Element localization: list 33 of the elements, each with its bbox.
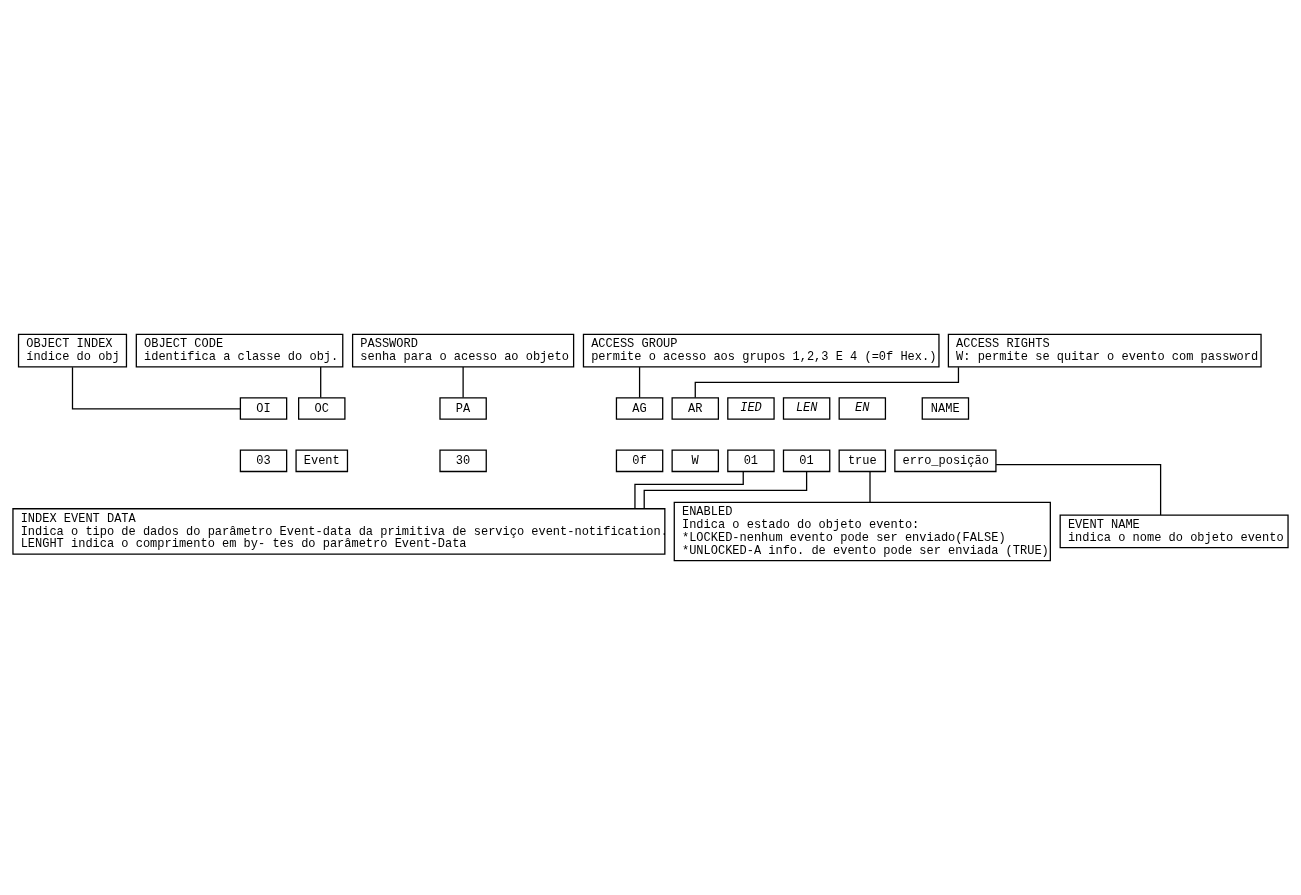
node-box: Event [295,449,349,473]
connector [634,471,744,510]
node-box: PA [439,397,487,420]
node-box: LEN [782,397,831,420]
connector [995,464,1162,516]
node-box: true [838,449,887,473]
node-box: 30 [439,449,487,473]
node-box: OBJECT INDEX índice do obj [17,333,128,368]
connector [638,366,641,399]
node-box: EN [838,397,887,420]
node-box: EVENT NAME indica o nome do objeto evento [1059,514,1289,549]
connector [869,471,871,503]
node-box: OBJECT CODE identifica a classe do obj. [135,333,344,368]
node-box: ENABLED Indica o estado do objeto evento: *LOCKED-nenhum evento pode ser enviado(FALSE) *UNLOCKED-A info. de evento pode ser enviada (TRUE) [673,501,1051,562]
node-box: W [671,449,720,473]
node-box: IED [727,397,775,420]
node-box: 01 [782,449,831,473]
connector [320,366,322,399]
node-box: AG [615,397,664,420]
node-box: 0f [615,449,664,473]
node-box: ACCESS GROUP permite o acesso aos grupos 1,2,3 E 4 (=0f Hex.) [582,333,940,368]
node-box: PASSWORD senha para o acesso ao objeto [351,333,575,368]
node-box: 03 [239,449,288,473]
connector [462,366,464,399]
node-box: ACCESS RIGHTS W: permite se quitar o evento com password [947,333,1262,368]
node-box: OI [239,397,288,420]
node-box: 01 [727,449,775,473]
connector [71,366,241,410]
node-box: OC [298,397,346,420]
node-box: NAME [921,397,970,420]
node-box: erro_posição [894,449,997,473]
node-box: AR [671,397,720,420]
connector [643,471,808,510]
